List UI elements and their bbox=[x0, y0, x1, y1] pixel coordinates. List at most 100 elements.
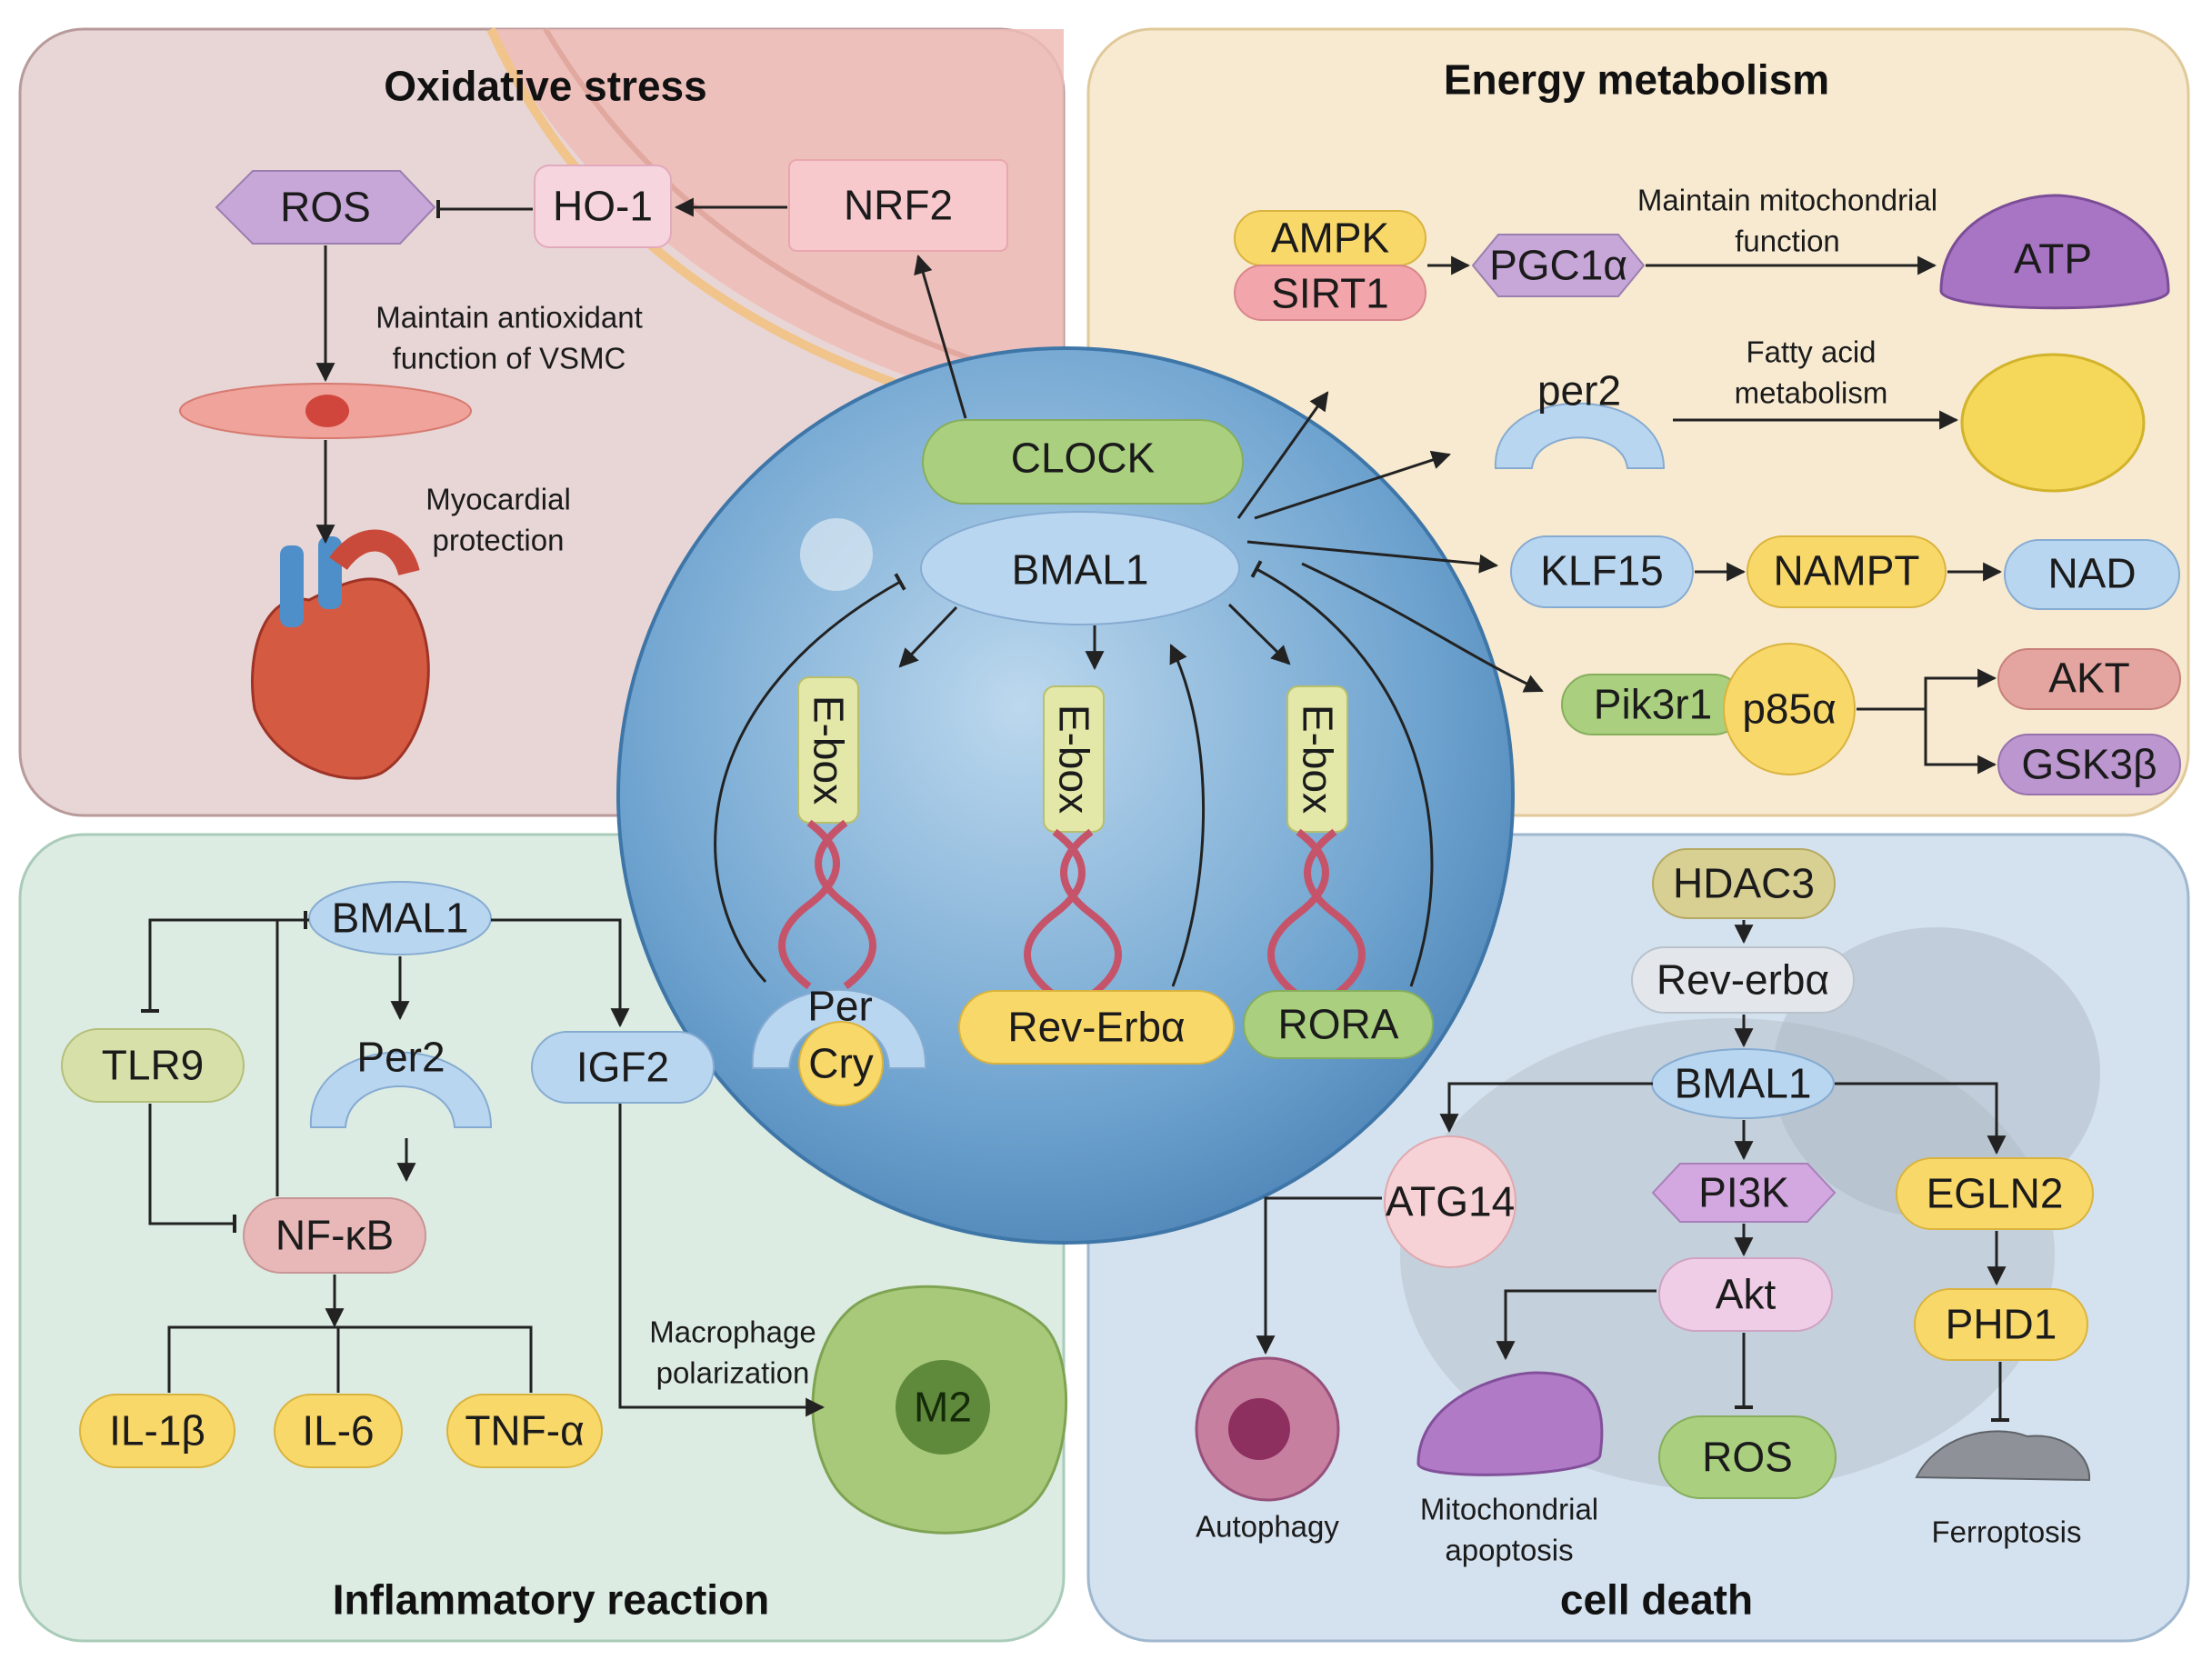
nrf2-label: NRF2 bbox=[843, 181, 954, 229]
nad-label: NAD bbox=[2047, 549, 2137, 597]
dying-cell-shadow bbox=[1400, 1018, 2055, 1491]
fat-cell-shape bbox=[1960, 353, 2146, 493]
per2-inflam-label: Per2 bbox=[356, 1033, 445, 1081]
tlr9-label: TLR9 bbox=[101, 1041, 205, 1089]
vessel-wall-line bbox=[543, 27, 1046, 385]
heart-illustration bbox=[251, 529, 430, 780]
ebox-column-3 bbox=[1267, 685, 1366, 999]
edge-tlr9-nfkb-inhibit bbox=[148, 1104, 236, 1233]
reverba-death-shape bbox=[1631, 946, 1855, 1014]
per2-energy-shape bbox=[1494, 402, 1666, 469]
il6-label: IL-6 bbox=[302, 1406, 375, 1455]
ebox-2-label: E-box bbox=[1050, 704, 1098, 815]
note-antioxidant-vsmc: Maintain antioxidant function of VSMC bbox=[375, 300, 643, 375]
cry-label: Cry bbox=[808, 1039, 874, 1087]
pi3k-label: PI3K bbox=[1698, 1168, 1789, 1216]
edge-bmal1-pik3r1 bbox=[1301, 562, 1544, 693]
bracket-cytokines bbox=[167, 1325, 533, 1393]
edge-bmal1-egln2 bbox=[1835, 1082, 2007, 1155]
ros-hexagon-shape bbox=[215, 170, 436, 245]
ros-label: ROS bbox=[280, 183, 371, 231]
edge-bmal1-klf15 bbox=[1246, 540, 1499, 574]
tnfa-shape bbox=[446, 1394, 603, 1468]
edge-nfkb-bmal1-inhibit bbox=[275, 911, 307, 1196]
dying-cell-shadow-2 bbox=[1773, 927, 2100, 1218]
tnfa-label: TNF-α bbox=[465, 1406, 585, 1455]
edge-bmal1-ebox3 bbox=[1227, 603, 1291, 665]
note-myocardial-protection: Myocardial protection bbox=[425, 482, 571, 556]
ebox-3-label: E-box bbox=[1294, 704, 1342, 815]
edge-p85a-akt bbox=[1857, 668, 1997, 711]
gsk3b-shape bbox=[1997, 734, 2181, 795]
mito-apoptosis-shape bbox=[1416, 1371, 1604, 1476]
pik3r1-label: Pik3r1 bbox=[1593, 680, 1713, 728]
edge-bmal1-atg14 bbox=[1439, 1082, 1653, 1134]
bmal1-core-label: BMAL1 bbox=[1011, 545, 1149, 594]
edge-igf2-m2 bbox=[618, 1104, 826, 1417]
clock-shape bbox=[922, 419, 1244, 505]
atg14-label: ATG14 bbox=[1385, 1177, 1516, 1225]
m2-nucleus bbox=[896, 1360, 990, 1455]
note-fatty-acid: Fatty acid metabolism bbox=[1734, 335, 1888, 409]
cry-shape bbox=[798, 1021, 884, 1106]
sirt1-shape bbox=[1234, 265, 1426, 321]
title-oxidative-stress: Oxidative stress bbox=[384, 62, 707, 110]
bmal1-inflam-shape bbox=[308, 881, 492, 955]
ros-death-shape bbox=[1658, 1415, 1837, 1499]
edge-bmal1-tlr9-inhibit bbox=[141, 918, 309, 1013]
nrf2-shape bbox=[788, 159, 1008, 252]
bmal1-inflam-label: BMAL1 bbox=[331, 894, 469, 942]
rora-label: RORA bbox=[1277, 1000, 1399, 1048]
edge-clock-nrf2 bbox=[914, 254, 967, 419]
p85a-shape bbox=[1723, 643, 1856, 775]
title-energy-metabolism: Energy metabolism bbox=[1443, 55, 1830, 104]
ho1-shape bbox=[534, 165, 672, 248]
klf15-label: KLF15 bbox=[1540, 546, 1664, 595]
vsmc-nucleus bbox=[305, 395, 349, 427]
clock-label: CLOCK bbox=[1010, 434, 1156, 482]
per2-inflam-shape bbox=[309, 1051, 493, 1128]
per-cry-shape bbox=[751, 988, 927, 1069]
akt-energy-shape bbox=[1997, 648, 2181, 710]
tlr9-shape bbox=[61, 1028, 245, 1103]
atg14-shape bbox=[1384, 1135, 1516, 1268]
klf15-shape bbox=[1510, 535, 1694, 608]
pgc1a-label: PGC1α bbox=[1489, 241, 1627, 289]
akt-death-label: Akt bbox=[1715, 1270, 1777, 1318]
akt-energy-label: AKT bbox=[2048, 654, 2130, 702]
title-inflammatory-reaction: Inflammatory reaction bbox=[332, 1575, 770, 1624]
m2-label: M2 bbox=[914, 1383, 972, 1431]
title-cell-death: cell death bbox=[1559, 1575, 1754, 1624]
autophagy-label: Autophagy bbox=[1196, 1509, 1339, 1544]
igf2-shape bbox=[531, 1031, 715, 1104]
phd1-shape bbox=[1914, 1288, 2088, 1361]
bmal1-core-shape bbox=[920, 511, 1240, 625]
edge-per-inhibit-bmal1 bbox=[714, 573, 906, 984]
edge-reverba-inhibit-bmal1 bbox=[1169, 644, 1205, 987]
note-macrophage-polarization: Macrophage polarization bbox=[649, 1315, 816, 1389]
edge-rora-activate-bmal1 bbox=[1250, 560, 1434, 987]
akt-death-shape bbox=[1658, 1257, 1833, 1332]
nfkb-label: NF-κB bbox=[275, 1211, 395, 1259]
il6-shape bbox=[274, 1394, 403, 1468]
edge-akt-mito bbox=[1496, 1289, 1656, 1361]
nfkb-shape bbox=[243, 1197, 426, 1274]
reverba-core-label: Rev-Erbα bbox=[1007, 1003, 1186, 1051]
ebox-column-1 bbox=[778, 676, 876, 990]
edge-bmal1-energy-2 bbox=[1254, 450, 1451, 520]
ferroptosis-label: Ferroptosis bbox=[1931, 1515, 2082, 1549]
gsk3b-label: GSK3β bbox=[2021, 740, 2157, 788]
atp-label: ATP bbox=[2013, 235, 2093, 283]
il1b-label: IL-1β bbox=[109, 1406, 205, 1455]
phd1-label: PHD1 bbox=[1945, 1300, 2057, 1348]
nampt-label: NAMPT bbox=[1773, 546, 1920, 595]
p85a-label: p85α bbox=[1742, 685, 1837, 733]
edge-bmal1-igf2 bbox=[491, 918, 630, 1028]
note-mitochondrial-function: Maintain mitochondrial function bbox=[1636, 183, 1938, 257]
hdac3-shape bbox=[1652, 848, 1836, 919]
per-label: Per bbox=[807, 982, 873, 1030]
ebox-column-2 bbox=[1024, 685, 1122, 999]
ho1-label: HO-1 bbox=[553, 182, 653, 230]
